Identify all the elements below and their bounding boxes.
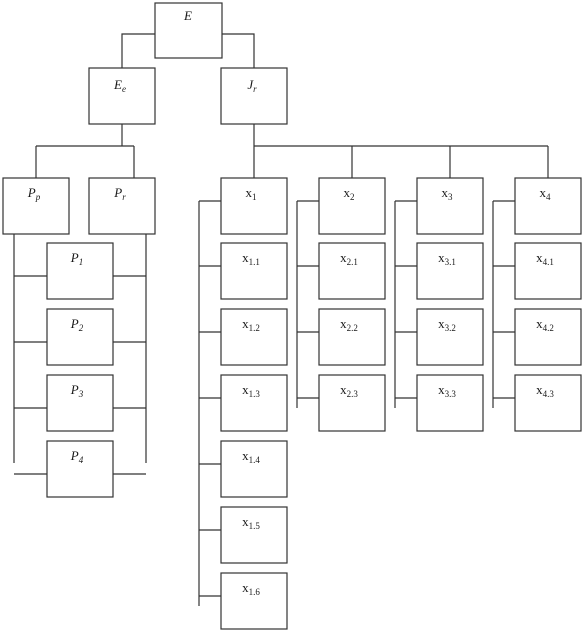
node-x-group-box xyxy=(416,177,484,235)
edge-root-ee xyxy=(121,33,155,68)
node-x-child-label: x1.5 xyxy=(242,514,260,531)
node-x-child-box xyxy=(220,242,288,300)
node-x-child-box xyxy=(220,506,288,564)
root-label: E xyxy=(183,8,192,23)
node-x-child-label: x2.1 xyxy=(340,250,358,267)
node-x-group-label: x3 xyxy=(442,185,454,202)
node-p-item-label: P1 xyxy=(70,250,83,267)
node-x-child-label: x4.3 xyxy=(536,382,554,399)
node-x-group-label: x2 xyxy=(344,185,355,202)
node-x-child: x1.6 xyxy=(220,572,288,630)
node-x-child-box xyxy=(318,308,386,366)
node-x-child-box xyxy=(416,242,484,300)
connectors xyxy=(13,33,549,463)
node-x-child-label: x2.3 xyxy=(340,382,358,399)
node-x-group: x3 xyxy=(416,177,484,235)
node-x-child-label: x1.4 xyxy=(242,448,260,465)
node-x-group-label: x1 xyxy=(246,185,257,202)
node-x-child: x1.3 xyxy=(220,374,288,432)
node-x-child-box xyxy=(318,374,386,432)
node-x-child-label: x1.2 xyxy=(242,316,260,333)
node-x-child-box xyxy=(514,308,582,366)
node-x-child-label: x3.3 xyxy=(438,382,456,399)
node-x-child: x2.2 xyxy=(318,308,386,366)
edge-root-jr xyxy=(222,33,255,68)
node-x-group-box xyxy=(220,177,288,235)
node-x-child: x4.3 xyxy=(514,374,582,432)
node-x-group: x1 xyxy=(220,177,288,235)
node-x-group-box xyxy=(514,177,582,235)
node-x-group-box xyxy=(318,177,386,235)
node-x-child: x3.3 xyxy=(416,374,484,432)
node-jr: Jr xyxy=(220,67,288,125)
node-p-item-label: P4 xyxy=(70,448,84,465)
node-x-child-label: x1.1 xyxy=(242,250,260,267)
node-p-item-box xyxy=(46,440,114,498)
node-x-child-box xyxy=(416,374,484,432)
node-jr-label: Jr xyxy=(247,77,257,94)
node-pr-label: Pr xyxy=(113,185,126,202)
node-x-group-label: x4 xyxy=(540,185,552,202)
node-x-group: x2 xyxy=(318,177,386,235)
node-p-item-label: P2 xyxy=(70,316,84,333)
node-x-child-label: x3.1 xyxy=(438,250,456,267)
node-x-child: x3.2 xyxy=(416,308,484,366)
node-p-item: P4 xyxy=(46,440,114,498)
p-item-connectors xyxy=(14,275,146,475)
node-x-child-label: x4.2 xyxy=(536,316,554,333)
node-x-child-label: x1.3 xyxy=(242,382,260,399)
node-x-child: x1.4 xyxy=(220,440,288,498)
node-x-child-box xyxy=(514,374,582,432)
node-x-child: x4.2 xyxy=(514,308,582,366)
node-x-child: x2.1 xyxy=(318,242,386,300)
node-x-child-box xyxy=(514,242,582,300)
node-x-child-label: x4.1 xyxy=(536,250,554,267)
node-x-child-box xyxy=(220,440,288,498)
node-x-child-label: x1.6 xyxy=(242,580,260,597)
node-p-item: P1 xyxy=(46,242,114,300)
node-x-child: x1.2 xyxy=(220,308,288,366)
node-x-child: x4.1 xyxy=(514,242,582,300)
node-pp-label: Pp xyxy=(27,185,41,202)
node-x-child-box xyxy=(318,242,386,300)
node-x-child-box xyxy=(416,308,484,366)
node-ee: Ee xyxy=(88,67,156,125)
node-p-item: P3 xyxy=(46,374,114,432)
node-p-item-label: P3 xyxy=(70,382,84,399)
node-x-child-box xyxy=(220,308,288,366)
node-x-group: x4 xyxy=(514,177,582,235)
node-x-child: x1.5 xyxy=(220,506,288,564)
node-x-child-label: x3.2 xyxy=(438,316,456,333)
node-pr: Pr xyxy=(88,177,156,235)
node-x-child: x2.3 xyxy=(318,374,386,432)
node-pp: Pp xyxy=(2,177,70,235)
node-p-item-box xyxy=(46,308,114,366)
node-p-item-box xyxy=(46,242,114,300)
node-x-child: x3.1 xyxy=(416,242,484,300)
node-p-item-box xyxy=(46,374,114,432)
node-ee-label: Ee xyxy=(113,77,126,94)
node-x-child-box xyxy=(220,374,288,432)
node-x-child: x1.1 xyxy=(220,242,288,300)
node-x-child-label: x2.2 xyxy=(340,316,358,333)
root-node: E xyxy=(154,2,223,59)
x-nodes: x1 x1.1 x1.2 x1.3 x1.4 x1.5 x1.6 x2 x2.1 x2.2 x2.3… xyxy=(220,177,582,630)
x-item-connectors xyxy=(198,200,515,606)
node-x-child-box xyxy=(220,572,288,630)
node-p-item: P2 xyxy=(46,308,114,366)
